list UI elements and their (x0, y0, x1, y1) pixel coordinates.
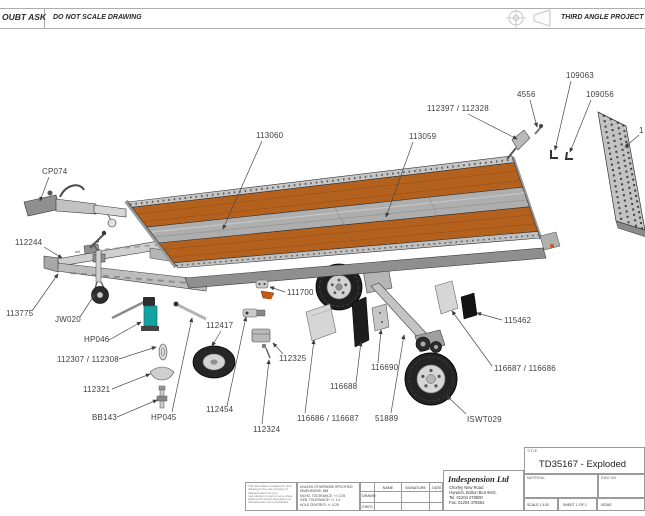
coupling-assembly (23, 184, 127, 228)
hydraulic-pump (111, 297, 159, 331)
part-label-bb143: BB143 (92, 413, 117, 422)
legal-notice-cell: The information contained in this drawin… (245, 482, 297, 511)
header-separator (0, 28, 645, 29)
small-fittings-left (149, 301, 207, 409)
dwg-no-caption: DWG NO. (601, 476, 618, 480)
spec-line-2: MCHG. TOLERANCE: +/- 0.25 (300, 493, 346, 498)
issue-cell: ISSUE (597, 498, 645, 511)
drawbar-assembly (43, 230, 209, 304)
title-caption: TITLE (527, 449, 538, 453)
tilt-rocker-assembly (362, 265, 446, 353)
part-label-hp045: HP045 (151, 413, 177, 422)
row-drawn: DRAWN (362, 494, 376, 498)
row-chkd: CHK'D (362, 505, 373, 509)
part-label-4556: 4556 (517, 90, 536, 99)
issue-caption: ISSUE (601, 503, 612, 507)
header-cell-divider (44, 8, 45, 28)
part-label-cutoff: 1 (639, 126, 644, 135)
spec-line-0: UNLESS OTHERWISE SPECIFIED: (300, 485, 354, 489)
tolerance-spec-cell: UNLESS OTHERWISE SPECIFIED: DIMENSIONS: … (297, 482, 360, 511)
scale-cell: SCALE 1:100 (524, 498, 558, 511)
leader-lines (31, 80, 640, 425)
part-label-116688: 116688 (330, 382, 358, 391)
part-label-116686-116687: 116686 / 116687 (297, 414, 359, 423)
sheet-value: SHEET 1 OF 1 (563, 503, 587, 507)
part-label-116687-116686: 116687 / 116686 (494, 364, 556, 373)
rear-wheel (404, 352, 458, 406)
third-angle-projection-icon (506, 8, 551, 28)
part-label-109063: 109063 (566, 71, 594, 80)
part-labels: CP074 112244 113775 JW020 HP046 112307 /… (6, 71, 644, 434)
part-label-hp046: HP046 (84, 335, 110, 344)
dwg-no-cell: DWG NO. (598, 474, 645, 498)
hinge-parts (506, 124, 573, 160)
company-address-3: Fax. 01204 478561 (449, 500, 485, 506)
part-label-115462: 115462 (504, 316, 532, 325)
part-label-112397-112328: 112397 / 112328 (427, 104, 489, 113)
col-date: DATE (432, 485, 442, 490)
trailer-bed (124, 155, 543, 269)
scale-value: SCALE 1:100 (527, 503, 549, 507)
part-label-iswt029: ISWT029 (467, 415, 502, 424)
part-label-109056: 109056 (586, 90, 614, 99)
part-label-112324: 112324 (253, 425, 281, 434)
spec-line-1: DIMENSIONS: MM (300, 489, 329, 494)
company-address-0: Chorley New Road (449, 485, 484, 490)
rear-marker-lamp (550, 244, 554, 248)
part-label-112454: 112454 (206, 405, 234, 414)
small-fittings-mid (242, 279, 275, 359)
part-label-113059: 113059 (409, 132, 437, 141)
spare-wheel (192, 345, 236, 379)
part-label-jw020: JW020 (55, 315, 81, 324)
part-label-112325: 112325 (279, 354, 307, 363)
chassis-rail (184, 247, 547, 289)
part-label-112321: 112321 (83, 385, 111, 394)
signoff-table: NAME SIGNATURE DATE DRAWN CHK'D (360, 482, 443, 511)
company-address-1: Horwich, Bolton BL6 6HG. (449, 490, 497, 496)
mudguards (305, 280, 478, 348)
sheet-cell: SHEET 1 OF 1 (558, 498, 597, 511)
spec-line-4: HOLE CENTRES: +/- 0.25 (300, 502, 339, 507)
col-signature: SIGNATURE (405, 485, 426, 490)
part-label-51889: 51889 (375, 414, 399, 423)
header-do-not-scale: DO NOT SCALE DRAWING (53, 14, 142, 21)
spec-line-3: GEN. TOLERANCE: +/- 1.0 (300, 498, 341, 503)
part-label-112417: 112417 (206, 321, 234, 330)
sheet-top-border (0, 8, 645, 9)
title-cell: TITLE TD35167 - Exploded (524, 447, 645, 474)
part-label-112307-112308: 112307 / 112308 (57, 355, 119, 364)
rear-crossmember (539, 231, 561, 251)
company-name: Indespension Ltd (448, 474, 509, 484)
header-doubt-ask: OUBT ASK (2, 12, 47, 22)
material-caption: MATERIAL (527, 476, 546, 480)
ramp-panel (597, 111, 645, 237)
part-label-113060: 113060 (256, 131, 284, 140)
company-address-2: Tel. 01204 478500 (449, 495, 483, 501)
header-third-angle: THIRD ANGLE PROJECT (561, 14, 644, 21)
legal-notice-text: The information contained in this drawin… (248, 484, 293, 505)
part-label-111700: 111700 (287, 288, 314, 297)
part-label-112244: 112244 (15, 238, 43, 247)
part-label-cp074: CP074 (42, 167, 68, 176)
part-label-116690: 116690 (371, 363, 399, 372)
drawing-title: TD35167 - Exploded (538, 459, 627, 470)
part-label-113775: 113775 (6, 309, 34, 318)
company-block: Indespension Ltd Chorley New Road Horwic… (443, 470, 524, 511)
material-cell: MATERIAL (524, 474, 598, 498)
col-name: NAME (382, 485, 394, 490)
